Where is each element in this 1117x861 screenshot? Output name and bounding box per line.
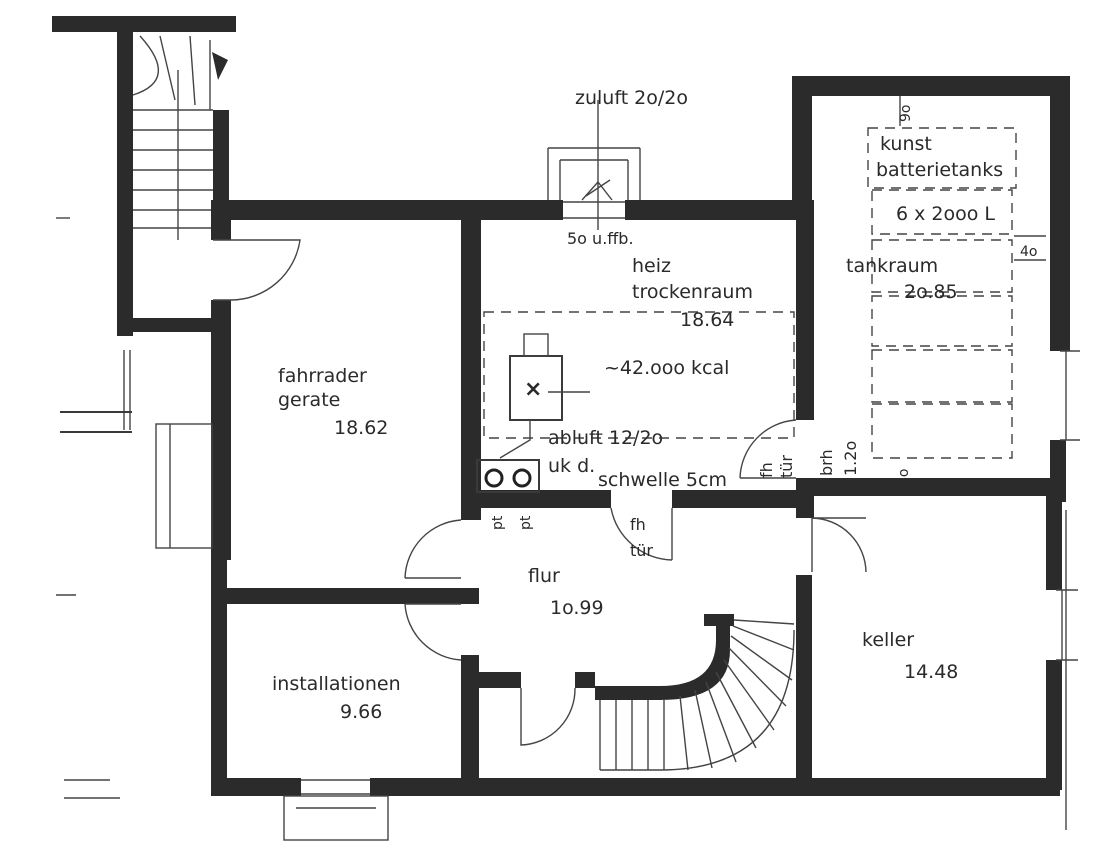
label-flur: flur	[528, 565, 560, 587]
boiler: ×	[476, 311, 795, 493]
upper-stair	[52, 16, 236, 336]
label-tankraum: tankraum	[846, 255, 938, 277]
label-pt-2: pt	[518, 515, 534, 530]
label-installationen-area: 9.66	[340, 701, 382, 723]
windows	[283, 100, 1080, 841]
label-kcal: ~42.ooo kcal	[604, 357, 729, 379]
label-dim-40b: 4o	[896, 469, 912, 486]
label-brh-val: 1.2o	[841, 441, 860, 476]
svg-text:×: ×	[524, 377, 542, 402]
label-fh-2: fh	[630, 515, 646, 534]
label-pt-1: pt	[490, 515, 506, 530]
label-brh: brh	[817, 449, 836, 476]
battery-tanks	[867, 96, 1046, 459]
label-kunst: kunst	[880, 133, 932, 155]
label-flur-area: 1o.99	[550, 597, 604, 619]
walls	[211, 76, 1070, 796]
label-ukd: uk d.	[548, 455, 595, 477]
label-tur-1: tür	[777, 455, 796, 478]
label-zuluft: zuluft 2o/2o	[575, 87, 688, 109]
label-tank-volume: 6 x 2ooo L	[896, 203, 995, 225]
label-dim-90: 9o	[898, 105, 914, 122]
label-gerate: gerate	[278, 389, 340, 411]
label-trockenraum-area: 18.64	[680, 309, 734, 331]
label-installationen: installationen	[272, 673, 401, 695]
label-dim-40: 4o	[1020, 244, 1037, 260]
label-batterietanks: batterietanks	[876, 159, 1003, 181]
doors	[213, 239, 867, 746]
annotations: fh tür fh tür brh 1.2o 4o 4o 9o pt pt	[490, 105, 1037, 560]
left-exterior	[56, 217, 213, 799]
label-keller: keller	[862, 629, 914, 651]
label-tur-2: tür	[630, 541, 653, 560]
label-fh-1: fh	[757, 462, 776, 478]
label-tankraum-area: 2o.85	[904, 281, 958, 303]
room-labels: zuluft 2o/2o 5o u.ffb. heiz trockenraum …	[272, 87, 1003, 723]
label-fahrrader-area: 18.62	[334, 417, 388, 439]
lower-stair	[599, 619, 795, 771]
label-abluft: abluft 12/2o	[548, 427, 663, 449]
label-keller-area: 14.48	[904, 661, 958, 683]
label-heiz: heiz	[632, 255, 671, 277]
label-trockenraum: trockenraum	[632, 281, 753, 303]
label-so-uffb: 5o u.ffb.	[567, 229, 634, 248]
label-schwelle: schwelle 5cm	[598, 469, 727, 491]
label-fahrrader: fahrrader	[278, 365, 367, 387]
